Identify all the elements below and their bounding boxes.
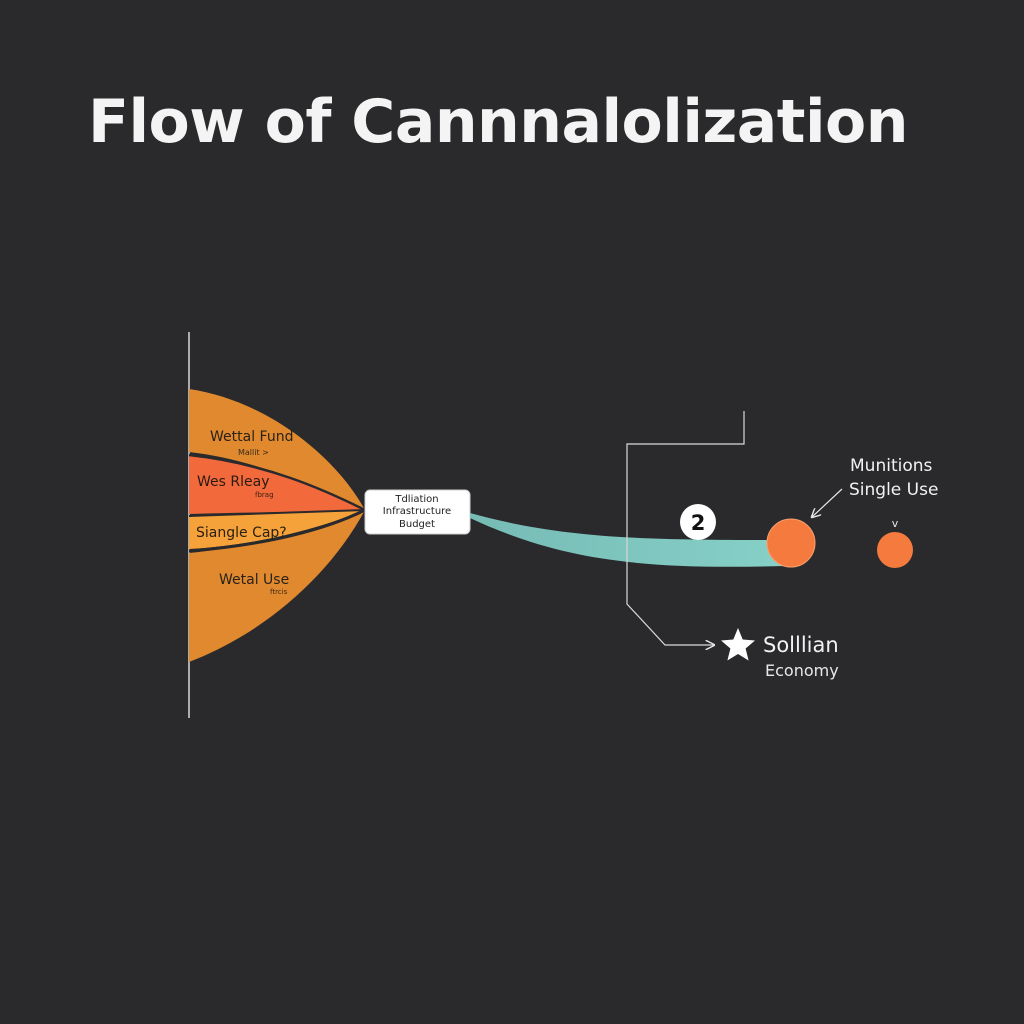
small-node-marker: v [892,517,899,530]
source-sublabel-wetal-use: ftrcis [270,588,288,596]
star-icon [721,628,755,661]
hub-node[interactable]: Tdliation Infrastructure Budget [364,489,471,535]
secondary-node[interactable] [877,532,913,568]
source-band-wes-rleay[interactable] [189,455,365,514]
destination-label-line-2: Economy [765,661,839,680]
source-sublabel-wes-rleay: fbrag [255,491,274,499]
source-sublabel-wettal-fund: Mallit > [238,448,269,457]
hub-box [364,489,471,535]
source-label-wetal-use: Wetal Use [219,572,289,588]
hub-label-line-2: Infrastructure [383,506,451,517]
source-label-wes-rleay: Wes Rleay [197,474,269,490]
source-band-siangle-cap[interactable] [189,510,365,549]
munitions-node[interactable] [766,518,816,568]
step-badge[interactable]: 2 [680,504,716,540]
source-label-siangle-cap: Siangle Cap? [196,525,287,541]
bracket-connector [626,411,745,645]
page-title: Flow of Cannnalolization [88,87,908,157]
step-badge-number: 2 [691,511,706,535]
source-label-wettal-fund: Wettal Fund [210,429,293,445]
hub-label-line-3: Budget [399,519,435,530]
destination-label-line-1: Solllian [763,633,839,657]
source-band-wettal-fund[interactable] [189,389,365,510]
hub-label-line-1: Tdliation [394,494,438,505]
munitions-pointer-arrow [812,488,843,517]
munitions-label-line-2: Single Use [849,480,938,500]
source-fan [188,389,366,662]
source-band-wetal-use[interactable] [189,510,365,662]
munitions-label-line-1: Munitions [850,456,933,476]
